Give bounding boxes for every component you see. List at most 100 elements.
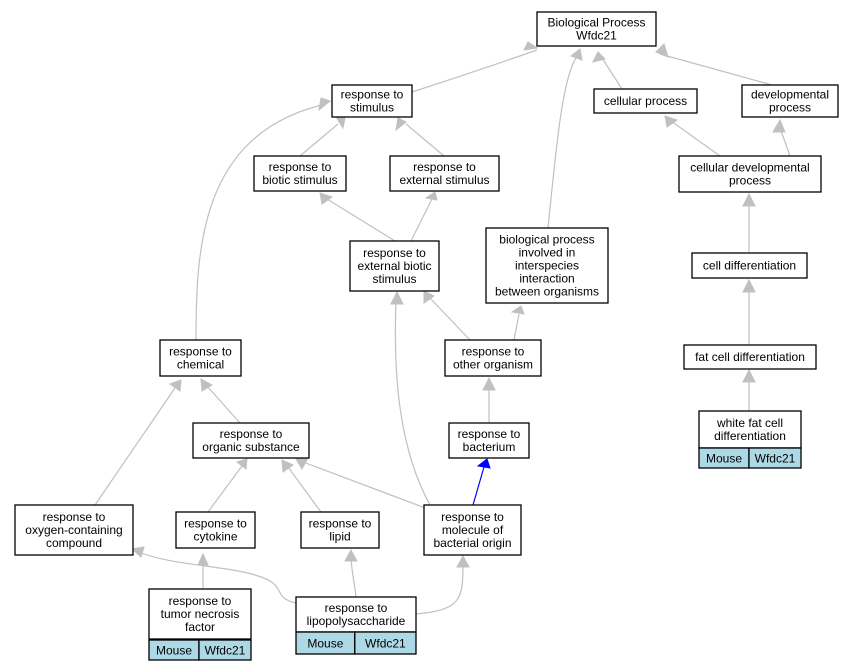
term-label-line: response to bbox=[363, 246, 426, 260]
term-box bbox=[389, 155, 500, 192]
graph-edge bbox=[319, 192, 396, 242]
term-label-line: response to bbox=[309, 517, 372, 531]
term-label-line: response to bbox=[169, 594, 232, 608]
arrowhead-icon bbox=[742, 192, 756, 207]
gene-annotation-row: Mouse Wfdc21 bbox=[295, 631, 417, 655]
arrowhead-icon bbox=[318, 97, 332, 112]
arrowhead-icon bbox=[772, 118, 786, 133]
graph-edge bbox=[390, 290, 431, 506]
graph-edge bbox=[482, 376, 496, 423]
arrowhead-icon bbox=[742, 368, 756, 383]
term-node-cellular-process[interactable]: cellular process bbox=[593, 88, 698, 114]
arrowhead-icon bbox=[395, 117, 407, 132]
term-label-line: developmental bbox=[751, 88, 829, 102]
graph-edge bbox=[395, 117, 445, 157]
arrowhead-icon bbox=[482, 376, 496, 391]
arrowhead-icon bbox=[319, 192, 334, 205]
arrowhead-icon bbox=[423, 290, 435, 304]
term-label-line: response to bbox=[169, 345, 232, 359]
term-label-line: organic substance bbox=[202, 440, 300, 454]
edge-line bbox=[207, 465, 243, 513]
edge-line bbox=[326, 198, 396, 242]
arrowhead-icon bbox=[281, 459, 295, 473]
gene-cell bbox=[748, 447, 802, 469]
term-label-line: response to bbox=[413, 160, 476, 174]
term-box bbox=[593, 88, 698, 114]
term-box bbox=[423, 504, 522, 556]
term-label-line: cell differentiation bbox=[703, 259, 796, 273]
term-label-line: interspecies bbox=[515, 259, 579, 273]
graph-edge bbox=[415, 554, 470, 615]
term-label-line: response to bbox=[441, 510, 504, 524]
edge-line bbox=[429, 297, 471, 341]
gene-label: Wfdc21 bbox=[205, 644, 246, 658]
edge-layer bbox=[94, 41, 791, 615]
graph-edge bbox=[299, 116, 346, 157]
term-label-line: stimulus bbox=[350, 101, 394, 115]
edge-line bbox=[659, 53, 773, 86]
term-label-line: response to bbox=[220, 427, 283, 441]
term-box bbox=[349, 240, 440, 292]
graph-edge bbox=[195, 97, 332, 341]
graph-edge bbox=[655, 43, 773, 86]
edge-line bbox=[547, 57, 577, 229]
edge-line bbox=[670, 120, 721, 157]
arrowhead-icon bbox=[664, 115, 679, 128]
term-label-line: bacterium bbox=[463, 440, 516, 454]
graph-edge bbox=[664, 115, 721, 157]
gene-label: Wfdc21 bbox=[365, 637, 406, 651]
species-label: Mouse bbox=[307, 637, 343, 651]
term-box bbox=[698, 410, 802, 449]
edge-line bbox=[513, 313, 520, 341]
term-box bbox=[691, 252, 808, 279]
graph-edge bbox=[772, 118, 791, 157]
graph-edge bbox=[742, 368, 756, 411]
edge-line bbox=[601, 57, 623, 90]
edge-line bbox=[415, 564, 464, 615]
term-label-line: biotic stimulus bbox=[262, 173, 337, 187]
gene-cell bbox=[354, 631, 417, 655]
term-label-line: factor bbox=[185, 620, 215, 634]
term-label-line: Biological Process bbox=[547, 16, 645, 30]
term-label-line: compound bbox=[46, 536, 102, 550]
arrowhead-icon bbox=[424, 191, 438, 201]
term-node-cell-differentiation[interactable]: cell differentiation bbox=[691, 252, 808, 279]
term-label-line: oxygen-containing bbox=[25, 523, 122, 537]
edge-line bbox=[410, 198, 433, 242]
arrowhead-icon bbox=[476, 458, 491, 469]
graph-edge bbox=[281, 459, 322, 513]
term-box bbox=[683, 344, 817, 370]
gene-cell bbox=[198, 639, 252, 661]
term-node-fat-cell-differentiation[interactable]: fat cell differentiation bbox=[683, 344, 817, 370]
term-box bbox=[295, 596, 417, 633]
term-label-line: external biotic bbox=[357, 259, 431, 273]
arrowhead-icon bbox=[344, 548, 358, 562]
term-box bbox=[536, 11, 657, 47]
term-label-line: cytokine bbox=[193, 530, 237, 544]
edge-line bbox=[350, 557, 357, 598]
term-label-line: response to bbox=[269, 160, 332, 174]
term-box bbox=[14, 504, 134, 556]
term-label-line: stimulus bbox=[372, 272, 416, 286]
term-label-line: biological process bbox=[499, 233, 594, 247]
graph-edge bbox=[94, 379, 182, 506]
